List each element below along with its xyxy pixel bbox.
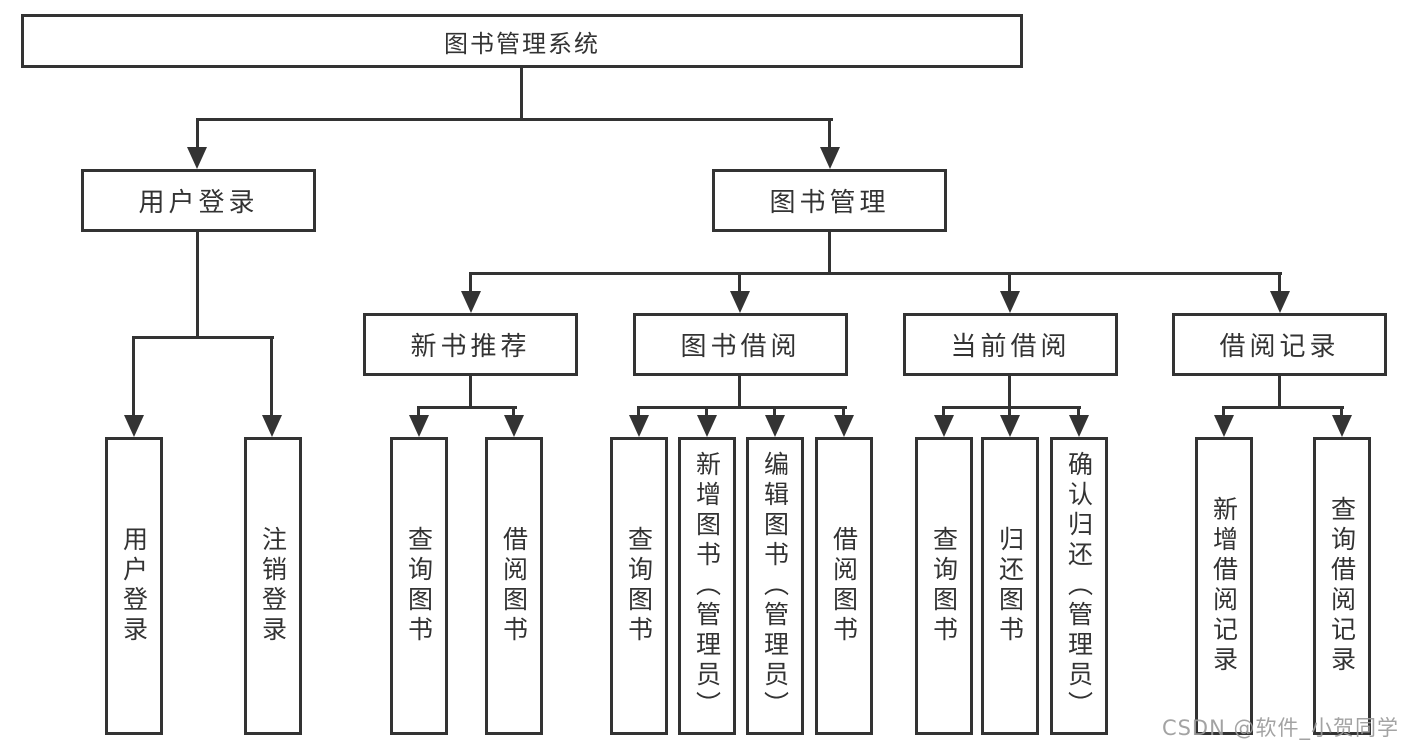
arrow-down-icon: [409, 415, 429, 437]
arrow-down-icon: [697, 415, 717, 437]
connector-segment: [512, 406, 515, 418]
leaf-query-books-recommend: 查询图书: [390, 437, 448, 735]
connector-segment: [842, 406, 845, 418]
connector-segment: [637, 406, 640, 418]
connector-segment: [942, 406, 945, 418]
arrow-down-icon: [834, 415, 854, 437]
connector-segment: [520, 68, 523, 120]
arrow-down-icon: [187, 147, 207, 169]
leaf-query-borrow-record-label: 查询借阅记录: [1327, 496, 1357, 676]
node-root-label: 图书管理系统: [444, 29, 600, 58]
arrow-down-icon: [934, 415, 954, 437]
arrow-down-icon: [504, 415, 524, 437]
arrow-down-icon: [1332, 415, 1352, 437]
connector-segment: [828, 118, 831, 149]
connector-segment: [1340, 406, 1343, 418]
leaf-query-books-current-label: 查询图书: [929, 526, 959, 646]
node-current-borrowing-label: 当前借阅: [950, 332, 1071, 362]
leaf-add-books-admin: 新增图书（管理员）: [678, 437, 736, 735]
connector-segment: [705, 406, 708, 418]
connector-segment: [773, 406, 776, 418]
leaf-user-login: 用户登录: [105, 437, 163, 735]
leaf-user-login-label: 用户登录: [119, 526, 149, 646]
leaf-query-books-borrowing: 查询图书: [610, 437, 668, 735]
watermark: CSDN @软件_小贺同学: [1161, 716, 1399, 740]
connector-segment: [132, 336, 274, 339]
connector-segment: [196, 118, 833, 121]
connector-segment: [469, 376, 472, 409]
leaf-borrow-books-recommend-label: 借阅图书: [499, 526, 529, 646]
connector-segment: [132, 336, 135, 418]
arrow-down-icon: [1069, 415, 1089, 437]
connector-segment: [270, 336, 273, 418]
arrow-down-icon: [262, 415, 282, 437]
connector-segment: [196, 232, 199, 339]
leaf-return-books: 归还图书: [981, 437, 1039, 735]
leaf-logout: 注销登录: [244, 437, 302, 735]
leaf-logout-label: 注销登录: [258, 526, 288, 646]
node-borrowing-records-label: 借阅记录: [1219, 332, 1340, 362]
arrow-down-icon: [1270, 291, 1290, 313]
connector-segment: [738, 376, 741, 409]
arrow-down-icon: [730, 291, 750, 313]
connector-segment: [1278, 376, 1281, 409]
leaf-edit-books-admin: 编辑图书（管理员）: [746, 437, 804, 735]
leaf-query-books-borrowing-label: 查询图书: [624, 526, 654, 646]
node-book-borrowing-label: 图书借阅: [680, 332, 801, 362]
connector-segment: [417, 406, 517, 409]
arrow-down-icon: [1000, 291, 1020, 313]
leaf-edit-books-admin-label: 编辑图书（管理员）: [760, 451, 790, 721]
arrow-down-icon: [820, 147, 840, 169]
connector-segment: [738, 272, 741, 293]
leaf-add-borrow-record-label: 新增借阅记录: [1209, 496, 1239, 676]
arrow-down-icon: [765, 415, 785, 437]
connector-segment: [828, 232, 831, 275]
connector-segment: [469, 272, 472, 293]
leaf-borrow-books-recommend: 借阅图书: [485, 437, 543, 735]
arrow-down-icon: [629, 415, 649, 437]
node-current-borrowing: 当前借阅: [903, 313, 1118, 376]
leaf-confirm-return-admin-label: 确认归还（管理员）: [1064, 451, 1094, 721]
connector-segment: [1077, 406, 1080, 418]
leaf-return-books-label: 归还图书: [995, 526, 1025, 646]
leaf-confirm-return-admin: 确认归还（管理员）: [1050, 437, 1108, 735]
node-book-management-branch-label: 图书管理: [769, 188, 890, 218]
node-root: 图书管理系统: [21, 14, 1023, 68]
arrow-down-icon: [1000, 415, 1020, 437]
node-book-management-branch: 图书管理: [712, 169, 947, 232]
arrow-down-icon: [1214, 415, 1234, 437]
arrow-down-icon: [124, 415, 144, 437]
leaf-borrow-books-label: 借阅图书: [829, 526, 859, 646]
connector-segment: [196, 118, 199, 149]
leaf-query-books-current: 查询图书: [915, 437, 973, 735]
connector-segment: [1222, 406, 1225, 418]
node-user-login-branch: 用户登录: [81, 169, 316, 232]
node-new-book-recommendation-label: 新书推荐: [410, 332, 531, 362]
connector-segment: [1278, 272, 1281, 293]
node-borrowing-records: 借阅记录: [1172, 313, 1387, 376]
connector-segment: [1008, 272, 1011, 293]
connector-segment: [1008, 376, 1011, 409]
connector-segment: [637, 406, 847, 409]
leaf-add-borrow-record: 新增借阅记录: [1195, 437, 1253, 735]
node-book-borrowing: 图书借阅: [633, 313, 848, 376]
arrow-down-icon: [461, 291, 481, 313]
connector-segment: [1222, 406, 1344, 409]
connector-segment: [942, 406, 1081, 409]
node-user-login-branch-label: 用户登录: [138, 188, 259, 218]
leaf-borrow-books: 借阅图书: [815, 437, 873, 735]
connector-segment: [417, 406, 420, 418]
connector-segment: [469, 272, 1282, 275]
leaf-add-books-admin-label: 新增图书（管理员）: [692, 451, 722, 721]
node-new-book-recommendation: 新书推荐: [363, 313, 578, 376]
leaf-query-books-recommend-label: 查询图书: [404, 526, 434, 646]
connector-segment: [1008, 406, 1011, 418]
leaf-query-borrow-record: 查询借阅记录: [1313, 437, 1371, 735]
